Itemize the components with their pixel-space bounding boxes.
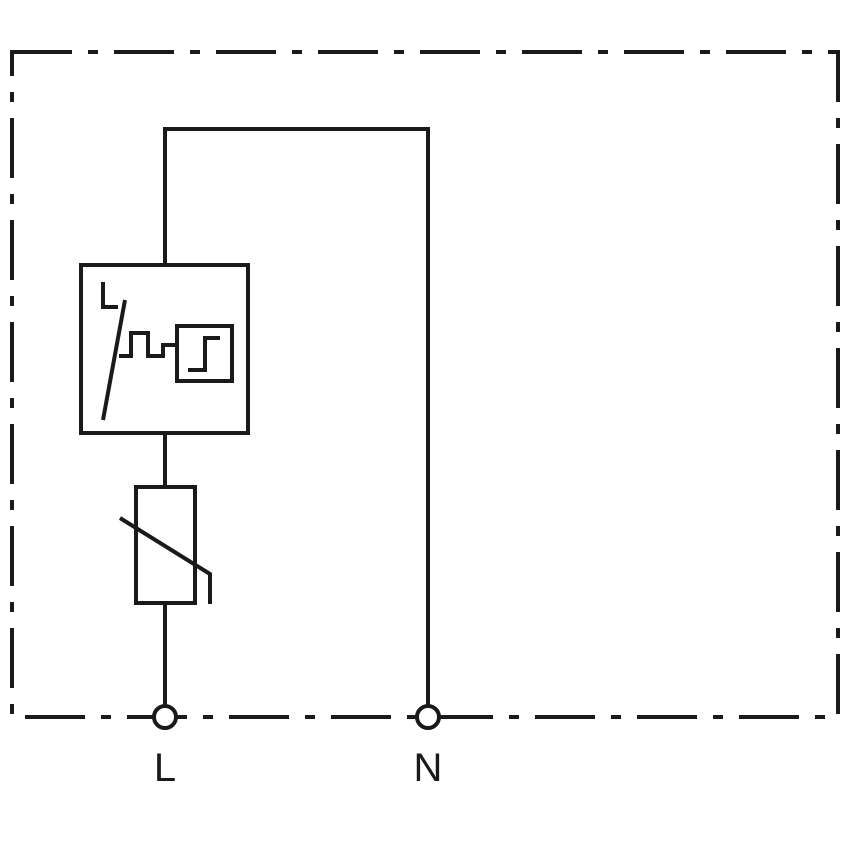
- terminal-l: [152, 704, 178, 730]
- enclosure-boundary: [10, 50, 840, 719]
- thermal-disconnector: [79, 263, 250, 435]
- varistor-characteristic: [118, 516, 212, 604]
- switch-blade: [101, 299, 127, 421]
- neutral-wire: [163, 127, 430, 707]
- varistor: [118, 485, 212, 605]
- terminal-n-label: N: [413, 746, 443, 790]
- terminal-l-label: L: [153, 746, 177, 790]
- thermal-trigger: [175, 324, 234, 383]
- mechanical-link: [119, 331, 178, 358]
- hysteresis-symbol: [188, 336, 220, 372]
- switch-contact: [101, 282, 118, 309]
- terminal-n: [415, 704, 441, 730]
